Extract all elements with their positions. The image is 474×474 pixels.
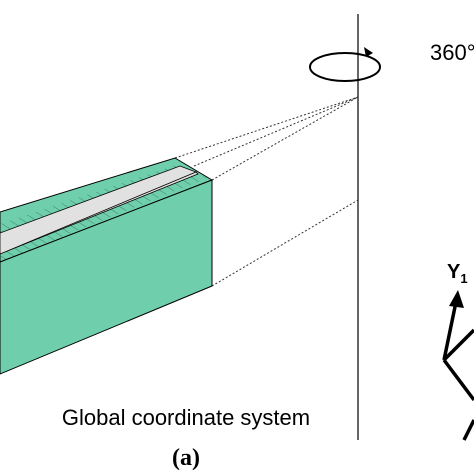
panel-label: (a) bbox=[172, 445, 200, 471]
hatched-band-lower bbox=[0, 174, 207, 262]
rotation-arrow-icon bbox=[309, 47, 381, 82]
projection-lines bbox=[174, 96, 359, 287]
axis-y-label: Y1 bbox=[447, 261, 468, 286]
caption: Global coordinate system bbox=[62, 405, 310, 430]
groove-inner bbox=[0, 165, 198, 255]
rotation-label: 360° bbox=[430, 40, 474, 65]
axis-arrow-icon bbox=[442, 290, 474, 441]
